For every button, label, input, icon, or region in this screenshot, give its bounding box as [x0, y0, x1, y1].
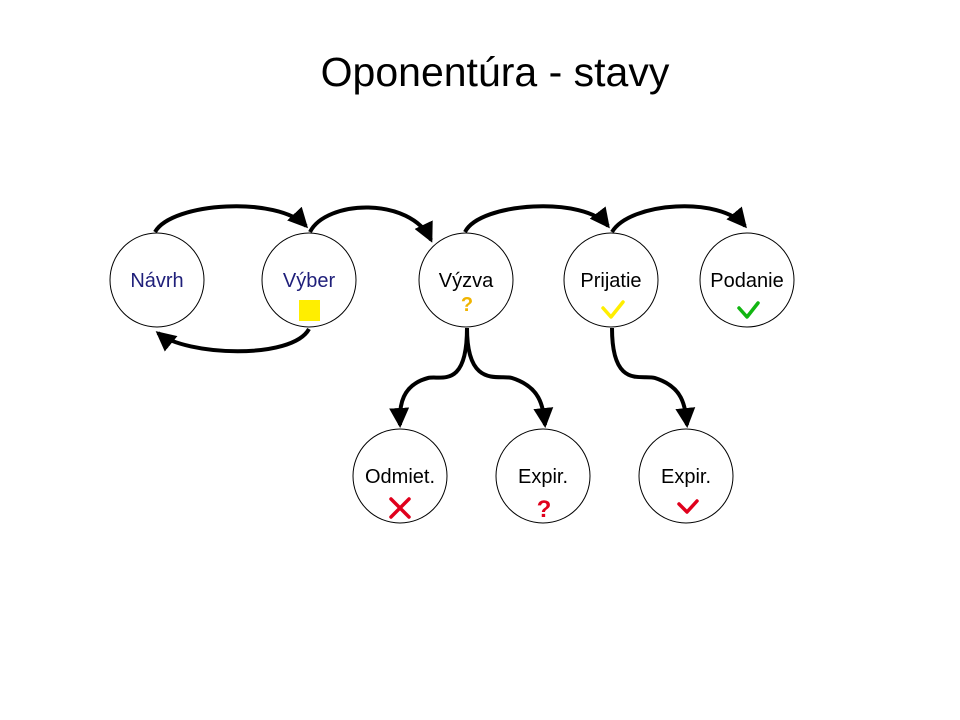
node-label: Výzva: [439, 270, 494, 292]
check-icon: [737, 301, 760, 319]
node-label: Expir.: [661, 466, 711, 488]
node-circle: [699, 232, 795, 328]
node-prijatie: Prijatie: [563, 232, 659, 328]
node-expir-1: Expir. ?: [495, 428, 591, 524]
node-label: Podanie: [710, 270, 783, 292]
check-icon: [677, 499, 699, 514]
edge-vyber-navrh: [155, 327, 311, 354]
node-podanie: Podanie: [699, 232, 795, 328]
node-label: Výber: [283, 270, 336, 292]
node-label: Prijatie: [580, 270, 641, 292]
node-label: Expir.: [518, 466, 568, 488]
node-label: Odmiet.: [365, 466, 435, 488]
node-odmiet: Odmiet.: [352, 428, 448, 524]
node-circle: [352, 428, 448, 524]
cross-icon: [389, 497, 411, 519]
node-circle: [109, 232, 205, 328]
node-vyber: Výber: [261, 232, 357, 328]
edge-prijatie-expir2: [610, 327, 696, 428]
node-circle: [638, 428, 734, 524]
node-vyzva: Výzva ?: [418, 232, 514, 328]
edge-vyzva-expir1: [465, 327, 554, 428]
question-mark-icon: ?: [537, 496, 552, 523]
node-navrh: Návrh: [109, 232, 205, 328]
edges: [153, 204, 747, 428]
page-title: Oponentúra - stavy: [320, 49, 670, 95]
question-mark-icon: ?: [461, 294, 473, 316]
edge-vyzva-prijatie: [463, 204, 610, 234]
edge-prijatie-podanie: [610, 204, 747, 234]
yellow-square-icon: [299, 300, 320, 321]
check-icon: [601, 300, 625, 319]
node-circle: [261, 232, 357, 328]
node-circle: [563, 232, 659, 328]
node-circle: [495, 428, 591, 524]
node-circle: [418, 232, 514, 328]
edge-vyber-vyzva: [308, 205, 433, 243]
node-expir-2: Expir.: [638, 428, 734, 524]
edge-vyzva-odmiet: [389, 327, 469, 428]
edge-navrh-vyber: [153, 204, 309, 234]
node-label: Návrh: [130, 270, 183, 292]
